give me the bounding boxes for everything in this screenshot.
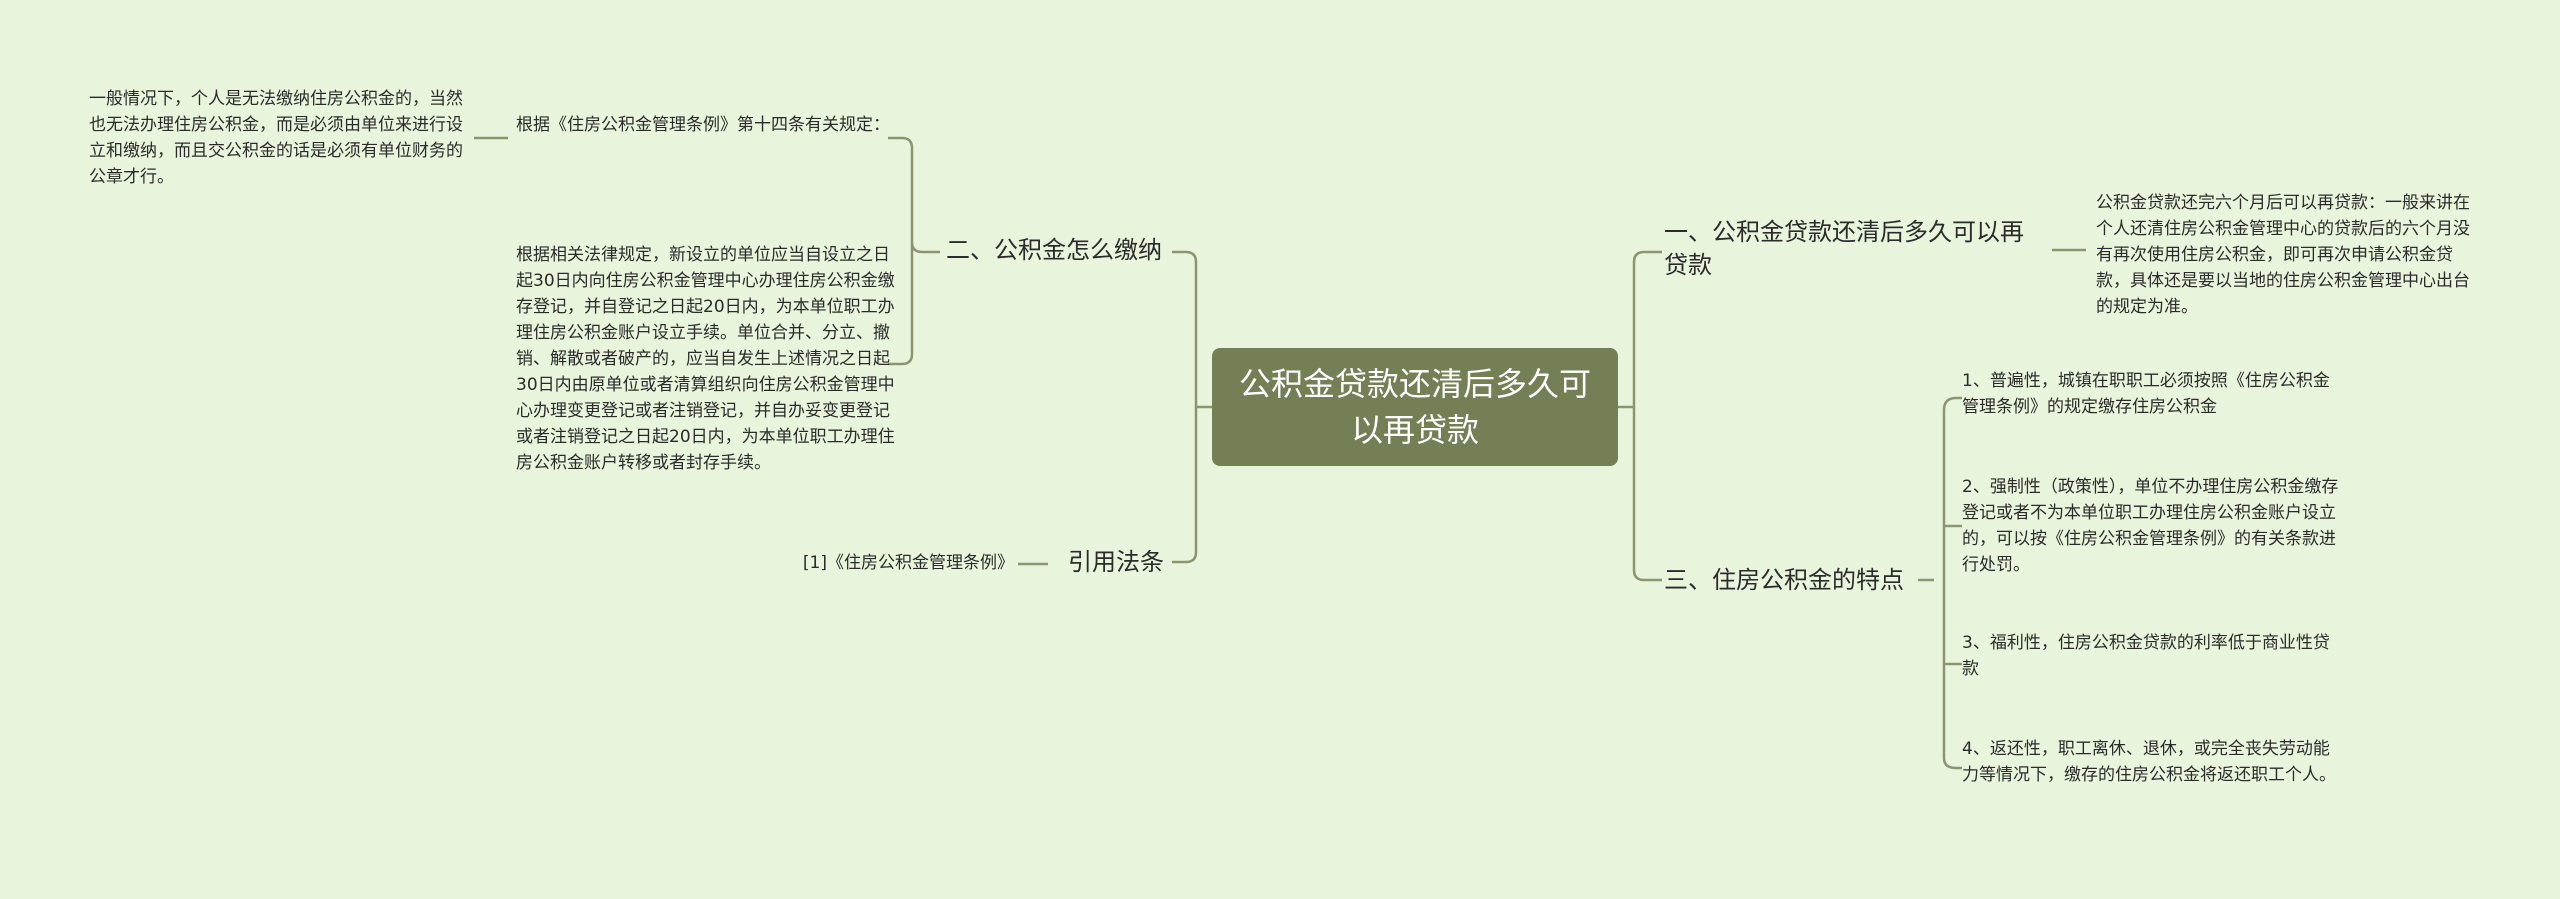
- feature-refundable[interactable]: 4、返还性，职工离休、退休，或完全丧失劳动能力等情况下，缴存的住房公积金将返还职…: [1962, 736, 2340, 788]
- legal-provisions-detail-text: 根据相关法律规定，新设立的单位应当自设立之日起30日内向住房公积金管理中心办理住…: [516, 245, 895, 473]
- left-trunk: [1172, 250, 1198, 564]
- regulation-article-14[interactable]: 根据《住房公积金管理条例》第十四条有关规定：: [516, 112, 896, 138]
- branch3-bracket: [1918, 396, 1962, 770]
- legal-provisions-detail[interactable]: 根据相关法律规定，新设立的单位应当自设立之日起30日内向住房公积金管理中心办理住…: [516, 242, 896, 476]
- feature-universality-text: 1、普遍性，城镇在职职工必须按照《住房公积金管理条例》的规定缴存住房公积金: [1962, 371, 2330, 417]
- feature-mandatory-text: 2、强制性（政策性），单位不办理住房公积金缴存登记或者不为本单位职工办理住房公积…: [1962, 477, 2339, 575]
- right-trunk: [1632, 250, 1662, 582]
- branch-reloan-timing-label: 一、公积金贷款还清后多久可以再贷款: [1664, 218, 2024, 279]
- feature-refundable-text: 4、返还性，职工离休、退休，或完全丧失劳动能力等情况下，缴存的住房公积金将返还职…: [1962, 739, 2336, 785]
- reloan-six-months-note[interactable]: 公积金贷款还完六个月后可以再贷款：一般来讲在个人还清住房公积金管理中心的贷款后的…: [2096, 190, 2482, 320]
- feature-mandatory[interactable]: 2、强制性（政策性），单位不办理住房公积金缴存登记或者不为本单位职工办理住房公积…: [1962, 474, 2342, 578]
- citation-regulation[interactable]: [1]《住房公积金管理条例》: [780, 550, 1014, 576]
- reloan-six-months-text: 公积金贷款还完六个月后可以再贷款：一般来讲在个人还清住房公积金管理中心的贷款后的…: [2096, 193, 2470, 317]
- branch-reloan-timing[interactable]: 一、公积金贷款还清后多久可以再贷款: [1664, 216, 2044, 282]
- individual-cannot-pay-text: 一般情况下，个人是无法缴纳住房公积金的，当然也无法办理住房公积金，而是必须由单位…: [89, 89, 463, 187]
- feature-welfare[interactable]: 3、福利性，住房公积金贷款的利率低于商业性贷款: [1962, 630, 2340, 682]
- branch2-bracket: [888, 136, 940, 366]
- root-topic[interactable]: 公积金贷款还清后多久可以再贷款: [1212, 348, 1618, 466]
- branch-how-to-pay[interactable]: 二、公积金怎么缴纳: [946, 234, 1176, 267]
- branch-citation-label: 引用法条: [1068, 548, 1164, 576]
- branch-features[interactable]: 三、住房公积金的特点: [1664, 564, 1924, 597]
- feature-universality[interactable]: 1、普遍性，城镇在职职工必须按照《住房公积金管理条例》的规定缴存住房公积金: [1962, 368, 2340, 420]
- feature-welfare-text: 3、福利性，住房公积金贷款的利率低于商业性贷款: [1962, 633, 2330, 679]
- individual-cannot-pay-note[interactable]: 一般情况下，个人是无法缴纳住房公积金的，当然也无法办理住房公积金，而是必须由单位…: [89, 86, 471, 190]
- regulation-article-14-text: 根据《住房公积金管理条例》第十四条有关规定：: [516, 115, 890, 135]
- root-topic-label: 公积金贷款还清后多久可以再贷款: [1238, 365, 1591, 449]
- branch-citation[interactable]: 引用法条: [1068, 546, 1188, 579]
- branch-how-to-pay-label: 二、公积金怎么缴纳: [946, 236, 1162, 264]
- branch-features-label: 三、住房公积金的特点: [1664, 566, 1904, 594]
- citation-regulation-text: [1]《住房公积金管理条例》: [802, 553, 1014, 573]
